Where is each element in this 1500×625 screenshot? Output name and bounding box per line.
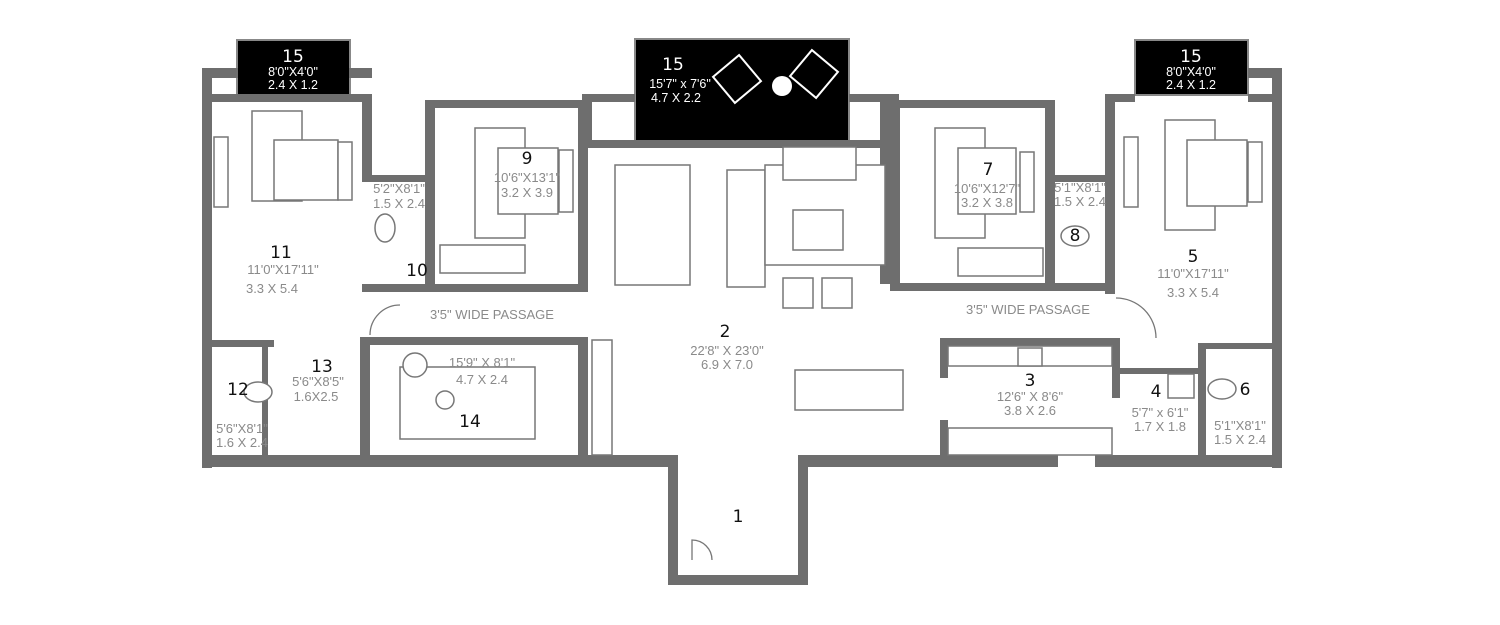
room-1-number: 1	[733, 507, 744, 527]
room-13-dim-ft: 5'6"X8'5"	[292, 374, 344, 389]
room-8-dim-ft: 5'1"X8'1"	[1054, 180, 1106, 195]
balcony-dim-m: 4.7 X 2.2	[651, 91, 701, 105]
room-10-dim-ft: 5'2"X8'1"	[373, 181, 425, 196]
room-4-number: 4	[1151, 382, 1162, 402]
balcony-dim-ft: 8'0"X4'0"	[268, 65, 318, 79]
passage-right-label: 3'5" WIDE PASSAGE	[966, 302, 1090, 317]
mat	[782, 146, 857, 181]
room-3-dim-ft: 12'6" X 8'6"	[997, 389, 1064, 404]
room-14-number: 14	[459, 412, 481, 432]
headboard	[337, 141, 353, 201]
balcony-dim-ft: 15'7" x 7'6"	[649, 77, 711, 91]
tv-unit	[213, 136, 229, 208]
room-8-dim-m: 1.5 X 2.4	[1054, 194, 1106, 209]
lamp	[402, 352, 428, 378]
balcony-number: 15	[282, 47, 304, 67]
room-2-dim-m: 6.9 X 7.0	[701, 357, 753, 372]
door[interactable]	[369, 304, 401, 336]
room-12-number: 12	[227, 380, 249, 400]
headboard	[1247, 141, 1263, 203]
wardrobe	[439, 244, 526, 274]
passage-left-label: 3'5" WIDE PASSAGE	[430, 307, 554, 322]
room-8-number: 8	[1070, 226, 1081, 246]
hob	[1017, 347, 1043, 367]
balcony-number: 15	[1180, 47, 1202, 67]
room-11-dim-ft: 11'0"X17'11"	[247, 262, 319, 277]
bed	[957, 147, 1017, 215]
toilet	[1207, 378, 1237, 400]
door[interactable]	[1115, 297, 1157, 339]
balcony-dim-m: 2.4 X 1.2	[1166, 78, 1216, 92]
room-14-dim-m: 4.7 X 2.4	[456, 372, 508, 387]
room-4-dim-ft: 5'7" x 6'1"	[1132, 405, 1189, 420]
room-9-number: 9	[522, 149, 533, 169]
bed	[273, 139, 339, 201]
toilet	[243, 381, 273, 403]
bed	[497, 147, 559, 215]
room-10-number: 10	[406, 261, 428, 281]
room-9-dim-m: 3.2 X 3.9	[501, 185, 553, 200]
room-6-number: 6	[1240, 380, 1251, 400]
room-6-dim-ft: 5'1"X8'1"	[1214, 418, 1266, 433]
room-9-dim-ft: 10'6"X13'1"	[494, 170, 561, 185]
balcony-center: 15 15'7" x 7'6" 4.7 X 2.2	[634, 38, 850, 142]
toilet	[1060, 225, 1090, 247]
balcony-table	[772, 76, 792, 96]
study-rug	[399, 366, 536, 440]
room-3-dim-m: 3.8 X 2.6	[1004, 403, 1056, 418]
wardrobe	[957, 247, 1044, 277]
room-12-dim-m: 1.6 X 2.4	[216, 435, 268, 450]
balcony-dim-ft: 8'0"X4'0"	[1166, 65, 1216, 79]
room-2-number: 2	[720, 322, 731, 342]
tv-unit	[1123, 136, 1139, 208]
room-labels: 1 2 22'8" X 23'0" 6.9 X 7.0 3 12'6" X 8'…	[216, 149, 1266, 527]
room-7-dim-m: 3.2 X 3.8	[961, 195, 1013, 210]
walls	[202, 68, 1282, 585]
room-4-dim-m: 1.7 X 1.8	[1134, 419, 1186, 434]
side-table	[435, 390, 455, 410]
room-5-dim-m: 3.3 X 5.4	[1167, 285, 1219, 300]
balcony-chair	[711, 53, 763, 105]
dining-table	[794, 369, 904, 411]
room-3-number: 3	[1025, 371, 1036, 391]
console	[591, 339, 613, 456]
balcony-dim-m: 2.4 X 1.2	[268, 78, 318, 92]
room-5-dim-ft: 11'0"X17'11"	[1157, 266, 1229, 281]
sofa	[726, 169, 766, 288]
room-6-dim-m: 1.5 X 2.4	[1214, 432, 1266, 447]
room-7-dim-ft: 10'6"X12'7"	[954, 181, 1021, 196]
main-door[interactable]	[691, 539, 713, 561]
room-2-dim-ft: 22'8" X 23'0"	[690, 343, 764, 358]
room-13-number: 13	[311, 357, 333, 377]
coffee-table	[792, 209, 844, 251]
sofa-set	[614, 164, 691, 286]
pouf	[821, 277, 853, 309]
headboard	[1019, 151, 1035, 213]
room-11-number: 11	[270, 243, 292, 263]
room-13-dim-m: 1.6X2.5	[294, 389, 339, 404]
washing-machine	[1167, 373, 1195, 399]
balcony-chair	[788, 48, 840, 100]
room-12-dim-ft: 5'6"X8'1"	[216, 421, 268, 436]
balcony-right: 15 8'0"X4'0" 2.4 X 1.2	[1134, 39, 1249, 96]
toilet	[374, 213, 396, 243]
room-5-number: 5	[1188, 247, 1199, 267]
room-14-dim-ft: 15'9" X 8'1"	[449, 355, 516, 370]
room-11-dim-m: 3.3 X 5.4	[246, 281, 298, 296]
room-7-number: 7	[983, 160, 994, 180]
pouf	[782, 277, 814, 309]
bed	[1186, 139, 1248, 207]
headboard	[558, 149, 574, 213]
room-10-dim-m: 1.5 X 2.4	[373, 196, 425, 211]
kitchen-counter	[947, 427, 1113, 456]
balcony-left: 15 8'0"X4'0" 2.4 X 1.2	[236, 39, 351, 96]
balcony-number: 15	[662, 55, 684, 75]
furniture	[213, 110, 1263, 561]
